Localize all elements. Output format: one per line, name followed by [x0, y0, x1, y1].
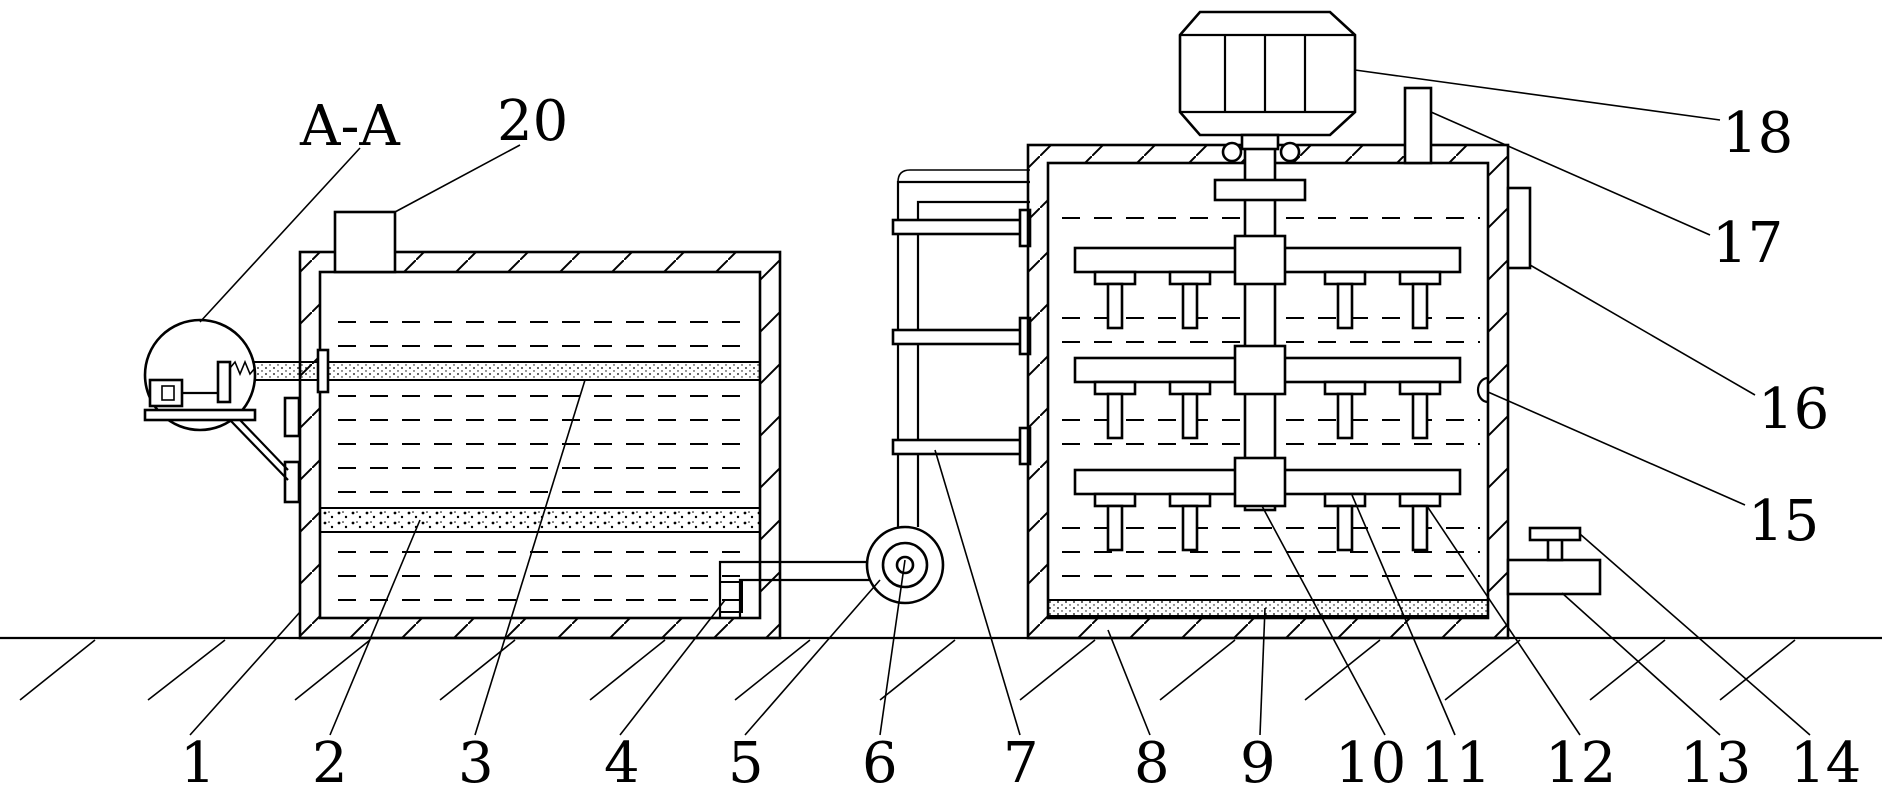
callout-labels: A-A 20 1 2 3 4 5 6 7 8 9 10 11 12 13 14 …	[180, 89, 1861, 789]
outlet-pipe	[718, 560, 880, 618]
label-11: 11	[1420, 731, 1491, 789]
label-2: 2	[312, 731, 348, 789]
riser-pipe	[891, 169, 1032, 527]
label-1: 1	[180, 731, 216, 789]
label-14: 14	[1790, 731, 1861, 789]
label-17: 17	[1712, 211, 1783, 276]
motor	[1178, 10, 1357, 151]
ground	[0, 636, 1882, 701]
label-9: 9	[1240, 731, 1276, 789]
stirring-shaft	[1243, 146, 1277, 512]
left-tank-liquid	[338, 321, 750, 601]
label-5: 5	[728, 731, 764, 789]
right-tank	[1026, 86, 1602, 640]
leader-lines	[189, 69, 1811, 736]
label-3: 3	[458, 731, 494, 789]
side-fittings	[143, 318, 330, 504]
label-6: 6	[862, 731, 898, 789]
label-10: 10	[1335, 731, 1406, 789]
label-12: 12	[1545, 731, 1616, 789]
label-7: 7	[1003, 731, 1039, 789]
left-tank	[298, 210, 782, 640]
label-18: 18	[1722, 101, 1793, 166]
label-16: 16	[1758, 377, 1829, 442]
label-20: 20	[497, 89, 568, 154]
label-a-a: A-A	[299, 94, 400, 159]
stirring-blades	[1073, 234, 1462, 552]
vent-pipe	[333, 210, 397, 274]
label-4: 4	[604, 731, 640, 789]
label-15: 15	[1748, 489, 1819, 554]
label-13: 13	[1680, 731, 1751, 789]
label-8: 8	[1134, 731, 1170, 789]
